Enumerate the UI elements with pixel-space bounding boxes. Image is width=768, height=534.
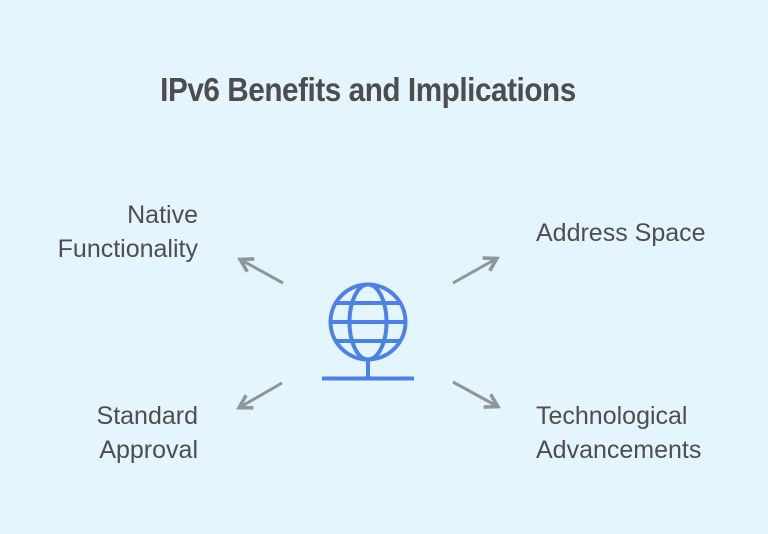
node-label-line: Technological — [536, 402, 688, 430]
node-label-line: Functionality — [57, 235, 198, 263]
arrow-to-standard-approval — [242, 381, 283, 406]
node-label-line: Advancements — [536, 436, 702, 464]
node-technological-advancements: Technological Advancements — [536, 399, 701, 467]
node-native-functionality: Native Functionality — [58, 198, 198, 266]
node-label-line: Address Space — [536, 219, 706, 247]
globe-network-icon — [322, 282, 414, 381]
node-label-line: Standard — [96, 402, 198, 430]
arrow-to-native-functionality — [243, 261, 284, 285]
node-label-line: Approval — [99, 436, 198, 464]
arrow-to-address-space — [452, 260, 494, 285]
node-label-line: Native — [127, 201, 198, 229]
node-standard-approval: Standard Approval — [97, 399, 198, 467]
radial-arrows — [242, 260, 495, 406]
node-address-space: Address Space — [536, 216, 706, 250]
diagram-title: IPv6 Benefits and Implications — [160, 71, 576, 108]
arrow-to-technological-advancements — [452, 380, 495, 405]
